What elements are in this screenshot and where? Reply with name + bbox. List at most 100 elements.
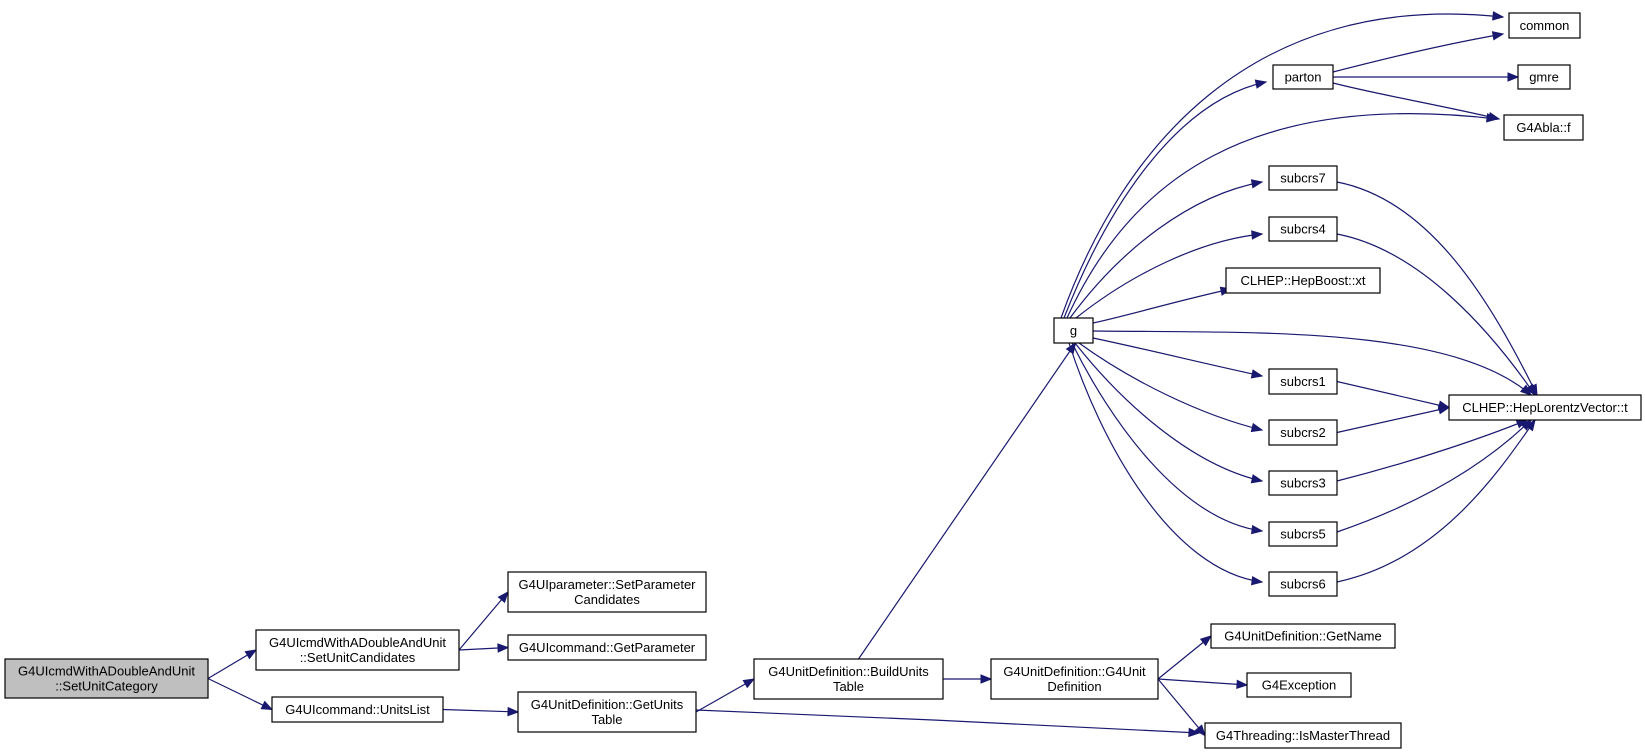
node-label: G4UnitDefinition::BuildUnits: [768, 664, 929, 679]
node-getname[interactable]: G4UnitDefinition::GetName: [1210, 623, 1396, 649]
node-label: G4Threading::IsMasterThread: [1216, 728, 1390, 743]
node-box: [1053, 317, 1094, 344]
node-subcrs4[interactable]: subcrs4: [1268, 216, 1338, 242]
node-label: Table: [591, 712, 622, 727]
edge-g-to-subcrs4: [1075, 233, 1263, 319]
node-box: [990, 658, 1159, 700]
edge-getunitstable-to-ismasterthread: [695, 709, 1200, 734]
node-subcrs3[interactable]: subcrs3: [1268, 470, 1338, 496]
edges-layer: [207, 11, 1538, 738]
node-subcrs2[interactable]: subcrs2: [1268, 419, 1338, 446]
node-box: [1272, 64, 1334, 90]
node-getparameter[interactable]: G4UIcommand::GetParameter: [507, 634, 707, 661]
node-box: [1503, 114, 1584, 141]
arrowhead: [1250, 575, 1264, 586]
arrowhead: [260, 700, 274, 711]
node-label: subcrs2: [1280, 425, 1326, 440]
edge-g-to-parton: [1063, 81, 1267, 319]
arrowhead: [1250, 524, 1264, 535]
node-label: g: [1070, 323, 1077, 338]
arrowhead: [742, 678, 756, 689]
edge-subcrs4-to-heplorentzt: [1336, 233, 1536, 396]
node-g4exception[interactable]: G4Exception: [1246, 672, 1352, 698]
arrowhead: [1188, 727, 1201, 738]
node-parton[interactable]: parton: [1272, 64, 1334, 90]
node-label: gmre: [1529, 70, 1559, 85]
node-box: [507, 634, 707, 661]
arrowhead: [1492, 11, 1505, 21]
node-heplorentzt[interactable]: CLHEP::HepLorentzVector::t: [1448, 394, 1642, 421]
node-box: [1268, 368, 1338, 395]
node-label: CLHEP::HepBoost::xt: [1241, 273, 1366, 288]
node-common[interactable]: common: [1508, 12, 1581, 39]
arrowhead: [1525, 418, 1536, 432]
node-label: parton: [1285, 70, 1322, 85]
node-box: [271, 696, 444, 723]
edge-g-to-hepboostxt: [1092, 288, 1232, 324]
edge-subcrs7-to-heplorentzt: [1336, 181, 1538, 396]
node-subcrs5[interactable]: subcrs5: [1268, 521, 1338, 547]
edge-g-to-common: [1060, 13, 1504, 319]
node-g[interactable]: g: [1053, 317, 1094, 344]
edge-subcrs5-to-heplorentzt: [1336, 419, 1532, 533]
node-label: common: [1520, 18, 1570, 33]
node-label: CLHEP::HepLorentzVector::t: [1462, 400, 1628, 415]
node-root[interactable]: G4UIcmdWithADoubleAndUnit::SetUnitCatego…: [4, 658, 209, 699]
node-label: G4Abla::f: [1516, 120, 1571, 135]
edge-g4unitdefinition-to-ismasterthread: [1157, 678, 1206, 736]
arrowhead: [244, 649, 258, 660]
edge-subcrs6-to-heplorentzt: [1336, 419, 1536, 583]
node-box: [1448, 394, 1642, 421]
node-setunitcandidates[interactable]: G4UIcmdWithADoubleAndUnit::SetUnitCandid…: [255, 629, 460, 671]
node-subcrs7[interactable]: subcrs7: [1268, 165, 1338, 191]
node-label: G4UIparameter::SetParameter: [518, 577, 696, 592]
node-label: subcrs7: [1280, 171, 1326, 186]
node-box: [1268, 165, 1338, 191]
edge-setunitcandidates-to-setparametercandidates: [458, 591, 509, 651]
node-label: G4UIcmdWithADoubleAndUnit: [18, 664, 195, 679]
node-subcrs1[interactable]: subcrs1: [1268, 368, 1338, 395]
node-label: subcrs1: [1280, 374, 1326, 389]
node-box: [1268, 571, 1338, 597]
node-box: [4, 658, 209, 699]
node-box: [507, 571, 707, 613]
arrowhead: [980, 674, 993, 684]
node-g4ablaf[interactable]: G4Abla::f: [1503, 114, 1584, 141]
node-box: [1225, 267, 1381, 294]
edge-buildunitstable-to-g: [858, 342, 1076, 660]
node-unitslist[interactable]: G4UIcommand::UnitsList: [271, 696, 444, 723]
edge-subcrs1-to-heplorentzt: [1336, 380, 1450, 409]
node-label: subcrs6: [1280, 577, 1326, 592]
edge-g-to-subcrs7: [1069, 181, 1263, 319]
arrowhead: [1250, 474, 1264, 484]
node-label: subcrs5: [1280, 527, 1326, 542]
arrowhead: [1437, 405, 1451, 415]
node-subcrs6[interactable]: subcrs6: [1268, 571, 1338, 597]
arrowhead: [1250, 422, 1264, 433]
node-label: subcrs3: [1280, 476, 1326, 491]
arrowhead: [1254, 79, 1268, 89]
node-box: [1517, 64, 1571, 90]
node-ismasterthread[interactable]: G4Threading::IsMasterThread: [1204, 722, 1402, 749]
node-label: G4UIcmdWithADoubleAndUnit: [269, 635, 446, 650]
node-box: [517, 691, 697, 733]
node-g4unitdefinition[interactable]: G4UnitDefinition::G4UnitDefinition: [990, 658, 1159, 700]
arrowhead: [1507, 72, 1520, 82]
arrowhead: [1236, 679, 1249, 690]
node-hepboostxt[interactable]: CLHEP::HepBoost::xt: [1225, 267, 1381, 294]
edge-g-to-subcrs6: [1068, 342, 1263, 583]
node-label: Definition: [1047, 679, 1101, 694]
edge-unitslist-to-getunitstable: [442, 708, 519, 713]
arrowhead: [1525, 383, 1536, 397]
node-label: G4UnitDefinition::GetUnits: [531, 697, 684, 712]
node-box: [1204, 722, 1402, 749]
node-box: [1268, 521, 1338, 547]
edge-subcrs2-to-heplorentzt: [1336, 406, 1450, 434]
node-box: [255, 629, 460, 671]
edge-g-to-subcrs1: [1092, 337, 1263, 377]
node-gmre[interactable]: gmre: [1517, 64, 1571, 90]
